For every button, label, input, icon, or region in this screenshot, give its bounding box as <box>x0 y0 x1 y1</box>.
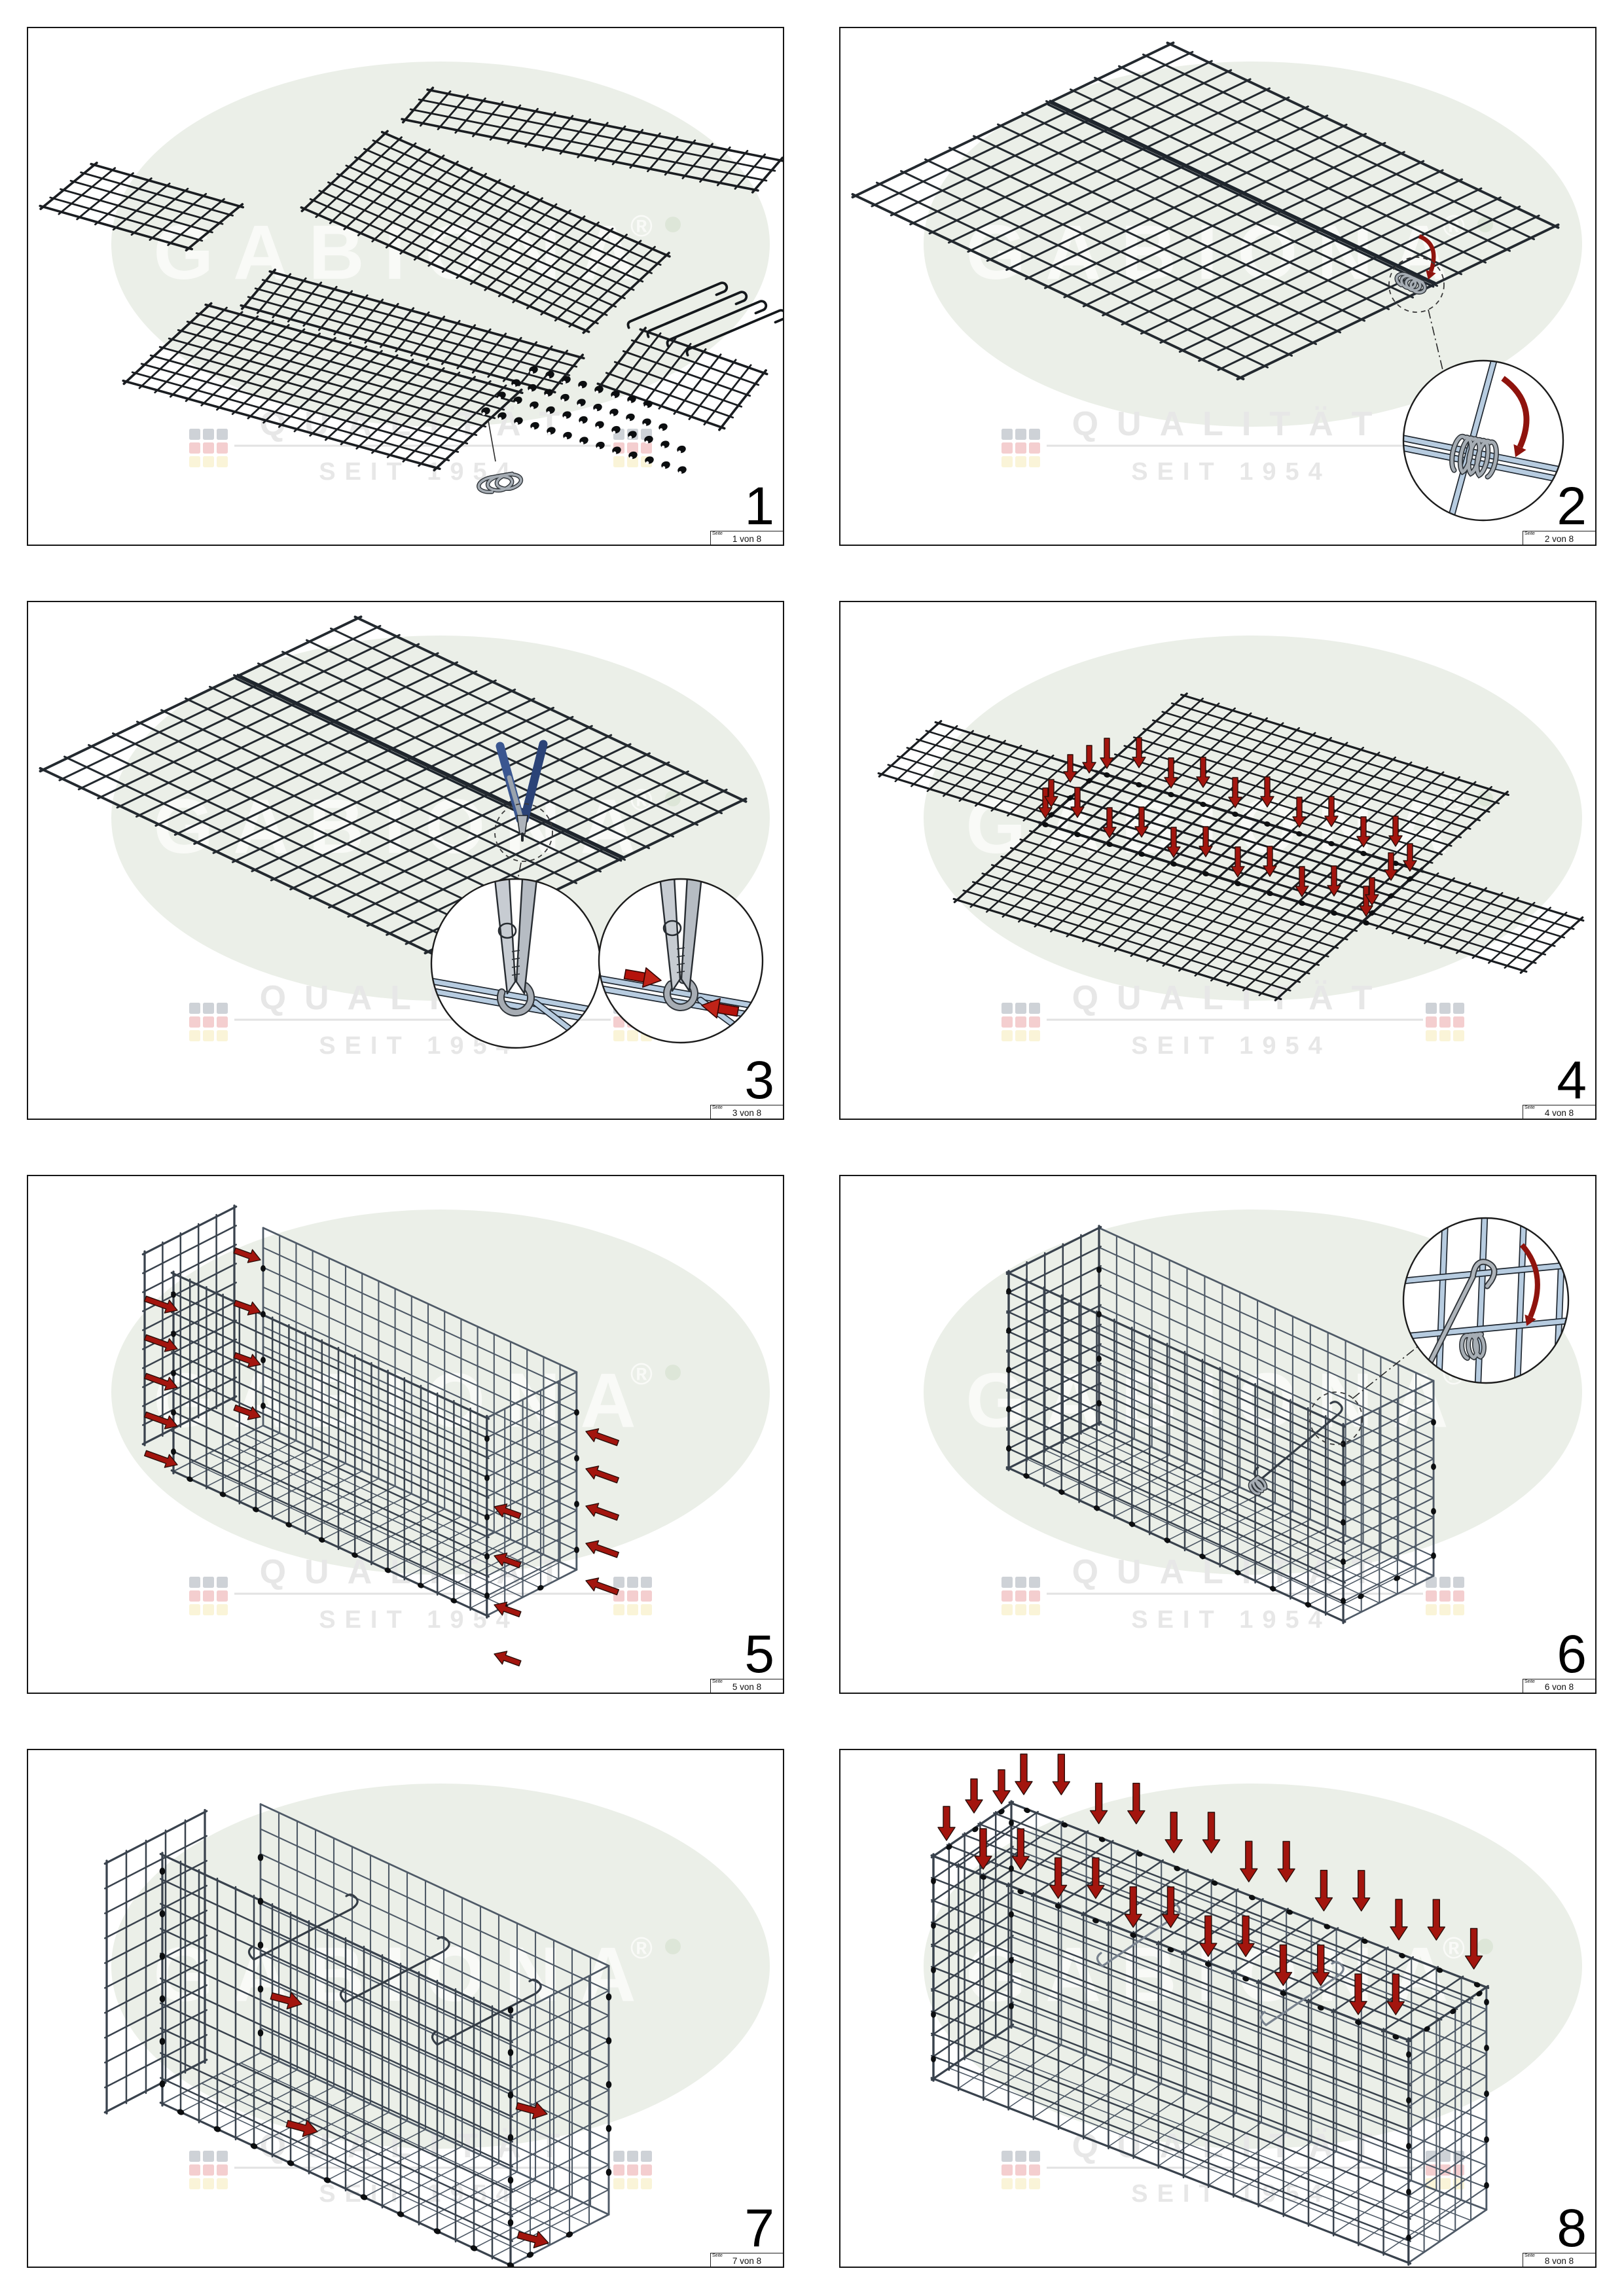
page-indicator: 8 von 8 <box>1544 2256 1574 2266</box>
watermark-quality: QUALITÄT <box>1072 2127 1391 2165</box>
figure-content <box>39 615 764 1049</box>
page-indicator: 4 von 8 <box>1544 1108 1574 1118</box>
title-block: Seite 3 von 8 <box>710 1105 783 1119</box>
title-block: Seite 8 von 8 <box>1523 2253 1595 2267</box>
watermark-since: SEIT 1954 <box>1131 458 1331 486</box>
page-indicator: 2 von 8 <box>1544 534 1574 544</box>
watermark-brand: GABIONA <box>153 1931 655 2018</box>
page-label: Seite <box>1525 531 1535 536</box>
figure-content <box>1005 1217 1570 1624</box>
page-indicator: 3 von 8 <box>732 1108 762 1118</box>
watermark-reg: ® <box>630 783 653 817</box>
page-label: Seite <box>712 2253 723 2258</box>
page-label: Seite <box>712 531 723 536</box>
title-block: Seite 1 von 8 <box>710 531 783 545</box>
page-indicator: 5 von 8 <box>732 1682 762 1692</box>
step-number: 2 <box>1557 476 1587 536</box>
step-number: 4 <box>1557 1050 1587 1110</box>
step-number: 8 <box>1557 2198 1587 2258</box>
figure-content <box>877 692 1585 1001</box>
title-block: Seite 7 von 8 <box>710 2253 783 2267</box>
watermark-quality: QUALITÄT <box>1072 979 1391 1017</box>
page-indicator: 7 von 8 <box>732 2256 762 2266</box>
figure-content <box>141 1204 619 1666</box>
figure-content <box>39 86 783 494</box>
watermark-reg: ® <box>630 1357 653 1391</box>
step-number: 1 <box>744 476 774 536</box>
title-block: Seite 2 von 8 <box>1523 531 1595 545</box>
step-number: 7 <box>744 2198 774 2258</box>
page-indicator: 6 von 8 <box>1544 1682 1574 1692</box>
watermark-since: SEIT 1954 <box>319 1606 519 1634</box>
page-label: Seite <box>712 1679 723 1684</box>
watermark-reg: ® <box>1443 209 1465 243</box>
page-label: Seite <box>1525 1105 1535 1110</box>
title-block: Seite 6 von 8 <box>1523 1679 1595 1693</box>
step-number: 3 <box>744 1050 774 1110</box>
figure-content <box>851 41 1564 522</box>
title-block: Seite 4 von 8 <box>1523 1105 1595 1119</box>
figure-content <box>930 1753 1490 2266</box>
title-block: Seite 5 von 8 <box>710 1679 783 1693</box>
step-number: 5 <box>744 1624 774 1684</box>
watermark-reg: ® <box>630 209 653 243</box>
watermark-since: SEIT 1954 <box>1131 1606 1331 1634</box>
page-label: Seite <box>712 1105 723 1110</box>
figure-content <box>103 1803 612 2267</box>
watermark-reg: ® <box>630 1931 653 1965</box>
watermark-since: SEIT 1954 <box>319 2180 519 2208</box>
page-label: Seite <box>1525 2253 1535 2258</box>
watermark-quality: QUALITÄT <box>1072 405 1391 443</box>
watermark-since: SEIT 1954 <box>1131 1032 1331 1060</box>
page-label: Seite <box>1525 1679 1535 1684</box>
watermark-reg: ® <box>1443 1931 1465 1965</box>
page-indicator: 1 von 8 <box>732 534 762 544</box>
step-number: 6 <box>1557 1624 1587 1684</box>
